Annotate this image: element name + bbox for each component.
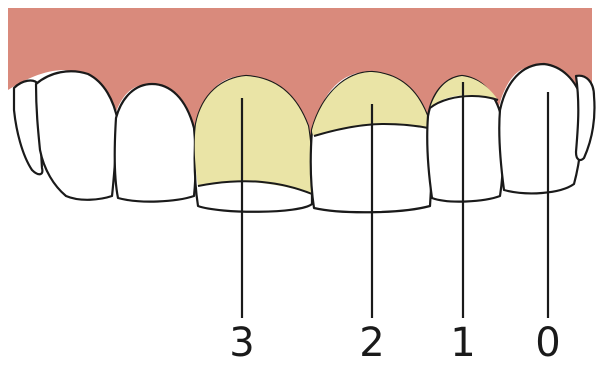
label-3: 3: [229, 320, 254, 363]
label-1: 1: [450, 320, 475, 363]
label-2: 2: [359, 320, 384, 363]
label-0: 0: [535, 320, 560, 363]
tooth-left-lateral: [115, 84, 196, 202]
tooth-0: [499, 64, 582, 193]
tooth-far-right: [576, 76, 595, 160]
tooth-left-canine: [36, 71, 118, 200]
